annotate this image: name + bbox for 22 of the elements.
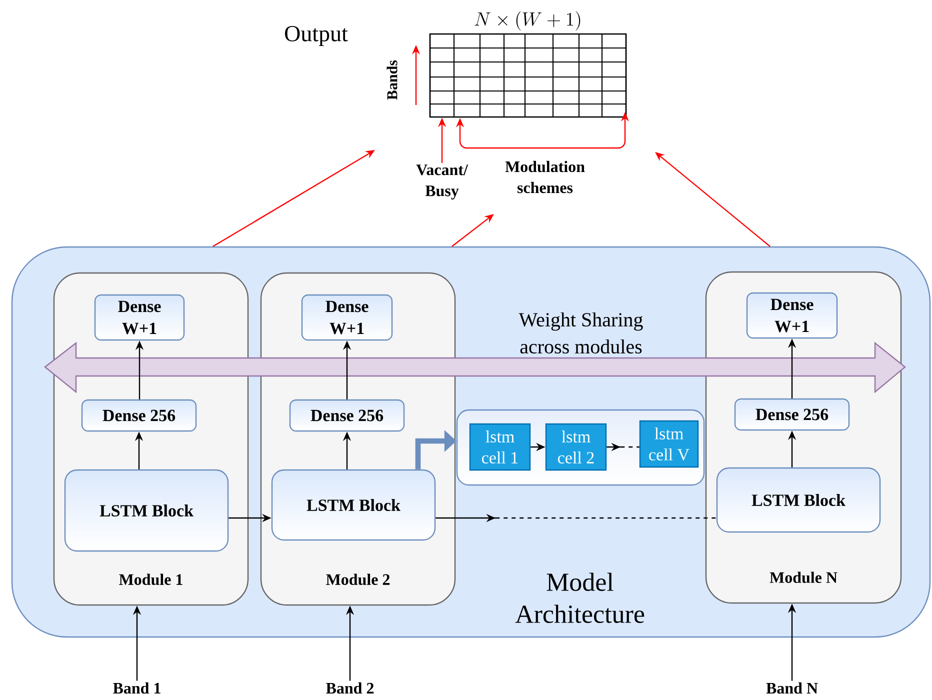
layer-box: Dense 256: [81, 399, 197, 432]
annotation-text: Modulation schemes: [505, 160, 585, 194]
layer-box: Dense 256: [734, 398, 850, 431]
lstm-block-box: LSTM Block: [271, 469, 436, 541]
axis-label: Bands: [386, 60, 398, 100]
layer-box: Dense W+1: [94, 294, 185, 341]
layer-box: Dense 256: [289, 399, 405, 432]
lstm-block-box: LSTM Block: [716, 467, 881, 533]
caption-text: Weight Sharing across modules: [518, 312, 643, 354]
output-label: Output: [285, 26, 348, 46]
cell-box: lstm cell 1: [469, 423, 531, 471]
input-label: Band 1: [113, 682, 160, 694]
lstm-block-box: LSTM Block: [64, 469, 229, 552]
input-label: Band 2: [326, 682, 374, 694]
cell-box: lstm cell 2: [545, 423, 607, 471]
layer-box: Dense W+1: [746, 292, 838, 339]
output-grid: $N \times (W+1)$: [429, 11, 627, 118]
input-label: Band N: [766, 682, 818, 694]
layer-box: Dense W+1: [301, 294, 393, 341]
annotation-text: Vacant/ Busy: [416, 164, 468, 200]
node-label: $N \times (W+1)$: [474, 11, 580, 30]
cell-box: lstm cell V: [639, 420, 699, 468]
